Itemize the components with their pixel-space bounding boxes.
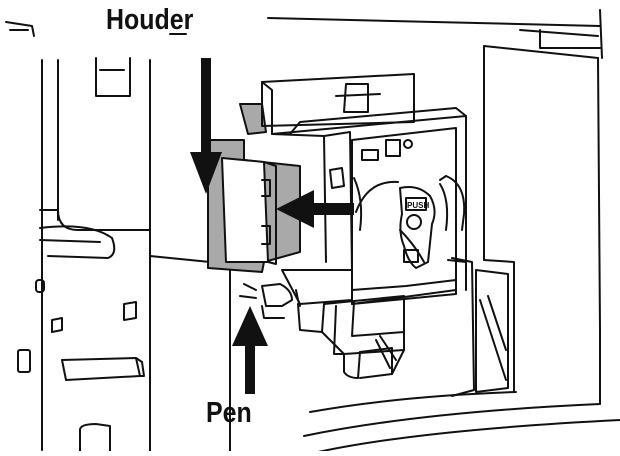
holder-plate	[221, 157, 269, 263]
top-cover	[267, 9, 603, 59]
stapler-unit	[261, 73, 467, 305]
corner-mark	[5, 21, 35, 37]
holder-label: Houder	[106, 4, 194, 36]
left-arrow-icon	[276, 190, 354, 228]
right-frame	[303, 45, 620, 453]
holder-clip	[239, 103, 267, 135]
push-marking: PUSH	[407, 201, 429, 210]
down-arrow-icon	[190, 58, 222, 194]
up-arrow-icon	[232, 306, 268, 394]
left-frame	[17, 33, 231, 453]
lower-jaw	[239, 269, 405, 379]
pin-label: Pen	[206, 397, 252, 429]
